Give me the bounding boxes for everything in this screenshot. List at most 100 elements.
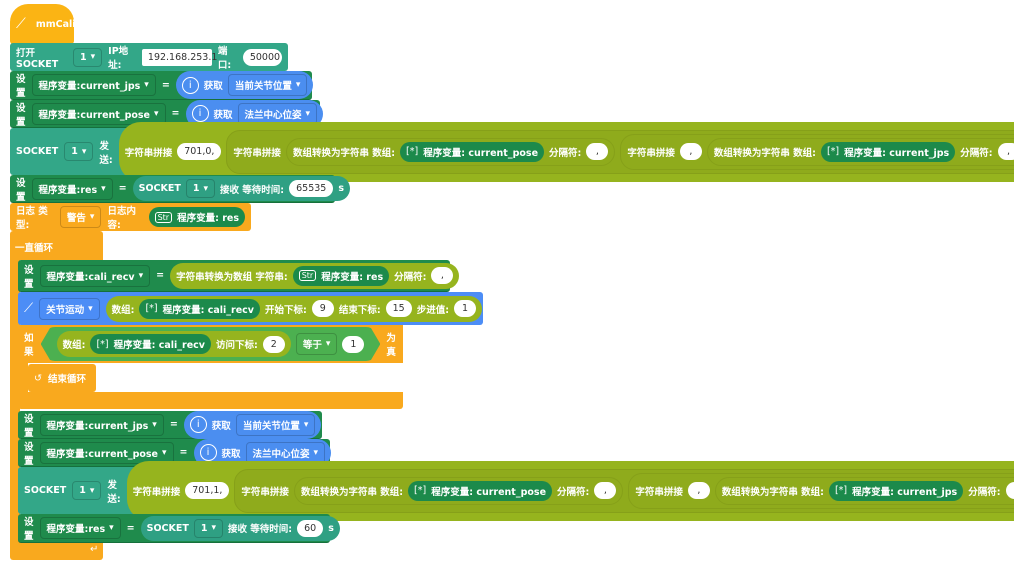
variable-reporter[interactable]: [*]程序变量: cali_recv bbox=[90, 334, 211, 354]
joint-move-block[interactable]: ⟋ 关节运动 数组: [*]程序变量: cali_recv 开始下标: 9 结束… bbox=[18, 292, 483, 325]
compare-block[interactable]: 数组: [*]程序变量: cali_recv 访问下标: 2 等于 1 bbox=[41, 327, 381, 361]
variable-dropdown[interactable]: 程序变量:cali_recv bbox=[39, 264, 151, 287]
get-robot-info-block[interactable]: i 获取 当前关节位置 bbox=[175, 71, 314, 99]
separator-input[interactable]: , bbox=[1005, 482, 1014, 499]
log-type-label: 日志 类型: bbox=[16, 206, 48, 231]
array-to-string-label: 数组转换为字符串 数组: bbox=[300, 486, 404, 498]
string-concat-block[interactable]: 字符串拼接 数组转换为字符串 数组: [*]程序变量: current_pose… bbox=[226, 129, 1014, 174]
compare-value-input[interactable]: 1 bbox=[342, 336, 364, 353]
port-input[interactable]: 50000 bbox=[242, 48, 282, 66]
break-loop-block[interactable]: ↺ 结束循环 bbox=[28, 364, 96, 392]
source-dropdown[interactable]: 当前关节位置 bbox=[227, 74, 308, 96]
separator-input[interactable]: , bbox=[594, 482, 617, 499]
info-icon: i bbox=[191, 105, 209, 122]
set-res-block[interactable]: 设置 程序变量:res = SOCKET 1 接收 等待时间: 65535 s bbox=[10, 175, 350, 203]
set-label: 设置 bbox=[24, 413, 34, 439]
get-label: 获取 bbox=[213, 109, 233, 121]
variable-dropdown[interactable]: 程序变量:current_jps bbox=[39, 413, 164, 436]
timeout-input[interactable]: 60 bbox=[297, 519, 324, 537]
string-concat-block[interactable]: 字符串拼接 , 数组转换为字符串 数组: [*]程序变量: current_jp… bbox=[620, 133, 1014, 170]
concat-label: 字符串拼接 bbox=[132, 486, 181, 498]
array-access-block[interactable]: 数组: [*]程序变量: cali_recv 访问下标: 2 bbox=[57, 331, 291, 357]
hat-block-mmcali[interactable]: ⟋ mmCali bbox=[10, 4, 76, 44]
end-index-label: 结束下标: bbox=[338, 304, 381, 316]
string-concat-block[interactable]: 字符串拼接 701,1, 字符串拼接 数组转换为字符串 数组: [*]程序变量:… bbox=[126, 460, 1014, 521]
array-to-string-block[interactable]: 数组转换为字符串 数组: [*]程序变量: current_jps 分隔符: , bbox=[706, 137, 1014, 166]
string-concat-block[interactable]: 字符串拼接 数组转换为字符串 数组: [*]程序变量: current_pose… bbox=[234, 468, 1014, 513]
socket-receive-block[interactable]: SOCKET 1 接收 等待时间: 60 s bbox=[140, 515, 340, 541]
socket-id-dropdown[interactable]: 1 bbox=[64, 142, 94, 161]
if-block[interactable]: 如果 数组: [*]程序变量: cali_recv 访问下标: 2 等于 1 为… bbox=[18, 325, 403, 363]
array-to-string-block[interactable]: 数组转换为字符串 数组: [*]程序变量: current_pose 分隔符: … bbox=[293, 476, 624, 505]
start-index-input[interactable]: 9 bbox=[311, 300, 334, 317]
separator-input[interactable]: , bbox=[586, 143, 609, 160]
set-cali-recv-block[interactable]: 设置 程序变量:cali_recv = 字符串转换为数组 字符串: Str程序变… bbox=[18, 260, 460, 292]
socket-label: SOCKET bbox=[146, 522, 189, 534]
string-concat-block[interactable]: 字符串拼接 , 数组转换为字符串 数组: [*]程序变量: current_jp… bbox=[628, 472, 1014, 509]
info-icon: i bbox=[199, 444, 217, 461]
get-robot-info-block[interactable]: i 获取 当前关节位置 bbox=[183, 410, 322, 439]
end-index-input[interactable]: 15 bbox=[385, 300, 412, 317]
variable-dropdown[interactable]: 程序变量:res bbox=[31, 177, 113, 200]
variable-name: 程序变量: current_jps bbox=[852, 486, 958, 498]
socket-send-block[interactable]: SOCKET 1 发送: 字符串拼接 701,1, 字符串拼接 数组转换为字符串… bbox=[18, 460, 1014, 521]
variable-dropdown[interactable]: 程序变量:current_pose bbox=[39, 441, 174, 464]
ip-input[interactable]: 192.168.253.1 bbox=[141, 48, 217, 66]
operator-dropdown[interactable]: 等于 bbox=[296, 333, 338, 355]
socket-id-dropdown[interactable]: 1 bbox=[72, 481, 102, 500]
set-res-block[interactable]: 设置 程序变量:res = SOCKET 1 接收 等待时间: 60 s bbox=[18, 514, 340, 543]
string-icon: Str bbox=[154, 211, 173, 223]
timeout-input[interactable]: 65535 bbox=[289, 180, 334, 197]
log-type-dropdown[interactable]: 警告 bbox=[59, 206, 102, 228]
prefix-input[interactable]: 701,1, bbox=[185, 482, 230, 499]
equals-label: = bbox=[171, 108, 180, 119]
variable-reporter[interactable]: [*]程序变量: current_pose bbox=[400, 141, 545, 162]
socket-receive-block[interactable]: SOCKET 1 接收 等待时间: 65535 s bbox=[132, 176, 350, 201]
socket-send-block[interactable]: SOCKET 1 发送: 字符串拼接 701,0, 字符串拼接 数组转换为字符串… bbox=[10, 121, 1014, 182]
open-socket-block[interactable]: 打开SOCKET 1 IP地址: 192.168.253.1 端口: 50000 bbox=[10, 43, 288, 71]
separator-input[interactable]: , bbox=[431, 267, 454, 284]
set-current-jps-block[interactable]: 设置 程序变量:current_jps = i 获取 当前关节位置 bbox=[10, 71, 314, 100]
variable-reporter[interactable]: [*]程序变量: current_pose bbox=[408, 480, 553, 501]
prefix-input[interactable]: 701,0, bbox=[177, 143, 222, 160]
variable-name: 程序变量: res bbox=[321, 271, 384, 283]
info-icon: i bbox=[181, 76, 199, 94]
array-slice-block[interactable]: 数组: [*]程序变量: cali_recv 开始下标: 9 结束下标: 15 … bbox=[105, 295, 483, 322]
motion-mode-dropdown[interactable]: 关节运动 bbox=[39, 297, 100, 320]
loop-arm bbox=[10, 258, 20, 548]
port-label: 端口: bbox=[217, 46, 232, 71]
variable-reporter[interactable]: [*]程序变量: current_jps bbox=[828, 480, 964, 501]
source-dropdown[interactable]: 当前关节位置 bbox=[235, 413, 316, 436]
comma-input[interactable]: , bbox=[679, 143, 702, 160]
set-current-jps-block[interactable]: 设置 程序变量:current_jps = i 获取 当前关节位置 bbox=[18, 410, 322, 439]
variable-dropdown[interactable]: 程序变量:current_jps bbox=[31, 74, 156, 96]
variable-reporter[interactable]: [*]程序变量: cali_recv bbox=[139, 298, 261, 319]
log-content-label: 日志内容: bbox=[107, 206, 136, 231]
socket-id-dropdown[interactable]: 1 bbox=[185, 179, 215, 198]
set-current-pose-block[interactable]: 设置 程序变量:current_pose = i 获取 法兰中心位姿 bbox=[10, 99, 324, 128]
step-input[interactable]: 1 bbox=[454, 300, 477, 317]
variable-name: 程序变量: current_jps bbox=[844, 147, 950, 159]
array-to-string-block[interactable]: 数组转换为字符串 数组: [*]程序变量: current_jps 分隔符: , bbox=[714, 476, 1014, 505]
forever-loop-block[interactable]: 一直循环 bbox=[10, 231, 103, 260]
comma-input[interactable]: , bbox=[687, 482, 710, 499]
socket-id-dropdown[interactable]: 1 bbox=[193, 518, 223, 538]
array-to-string-block[interactable]: 数组转换为字符串 数组: [*]程序变量: current_pose 分隔符: … bbox=[285, 137, 616, 166]
open-socket-label: 打开SOCKET bbox=[16, 47, 59, 70]
string-concat-block[interactable]: 字符串拼接 701,0, 字符串拼接 数组转换为字符串 数组: [*]程序变量:… bbox=[118, 121, 1014, 182]
concat-label: 字符串拼接 bbox=[241, 486, 289, 498]
variable-reporter[interactable]: [*]程序变量: current_jps bbox=[820, 141, 956, 162]
separator-input[interactable]: , bbox=[997, 143, 1014, 160]
index-input[interactable]: 2 bbox=[263, 336, 285, 353]
socket-id-dropdown[interactable]: 1 bbox=[73, 47, 103, 67]
unit-label: s bbox=[338, 183, 344, 194]
equals-label: = bbox=[161, 79, 170, 91]
variable-dropdown[interactable]: 程序变量:res bbox=[39, 517, 121, 539]
ip-label: IP地址: bbox=[108, 46, 129, 71]
then-label: 为真 bbox=[386, 333, 396, 358]
variable-dropdown[interactable]: 程序变量:current_pose bbox=[31, 102, 166, 125]
